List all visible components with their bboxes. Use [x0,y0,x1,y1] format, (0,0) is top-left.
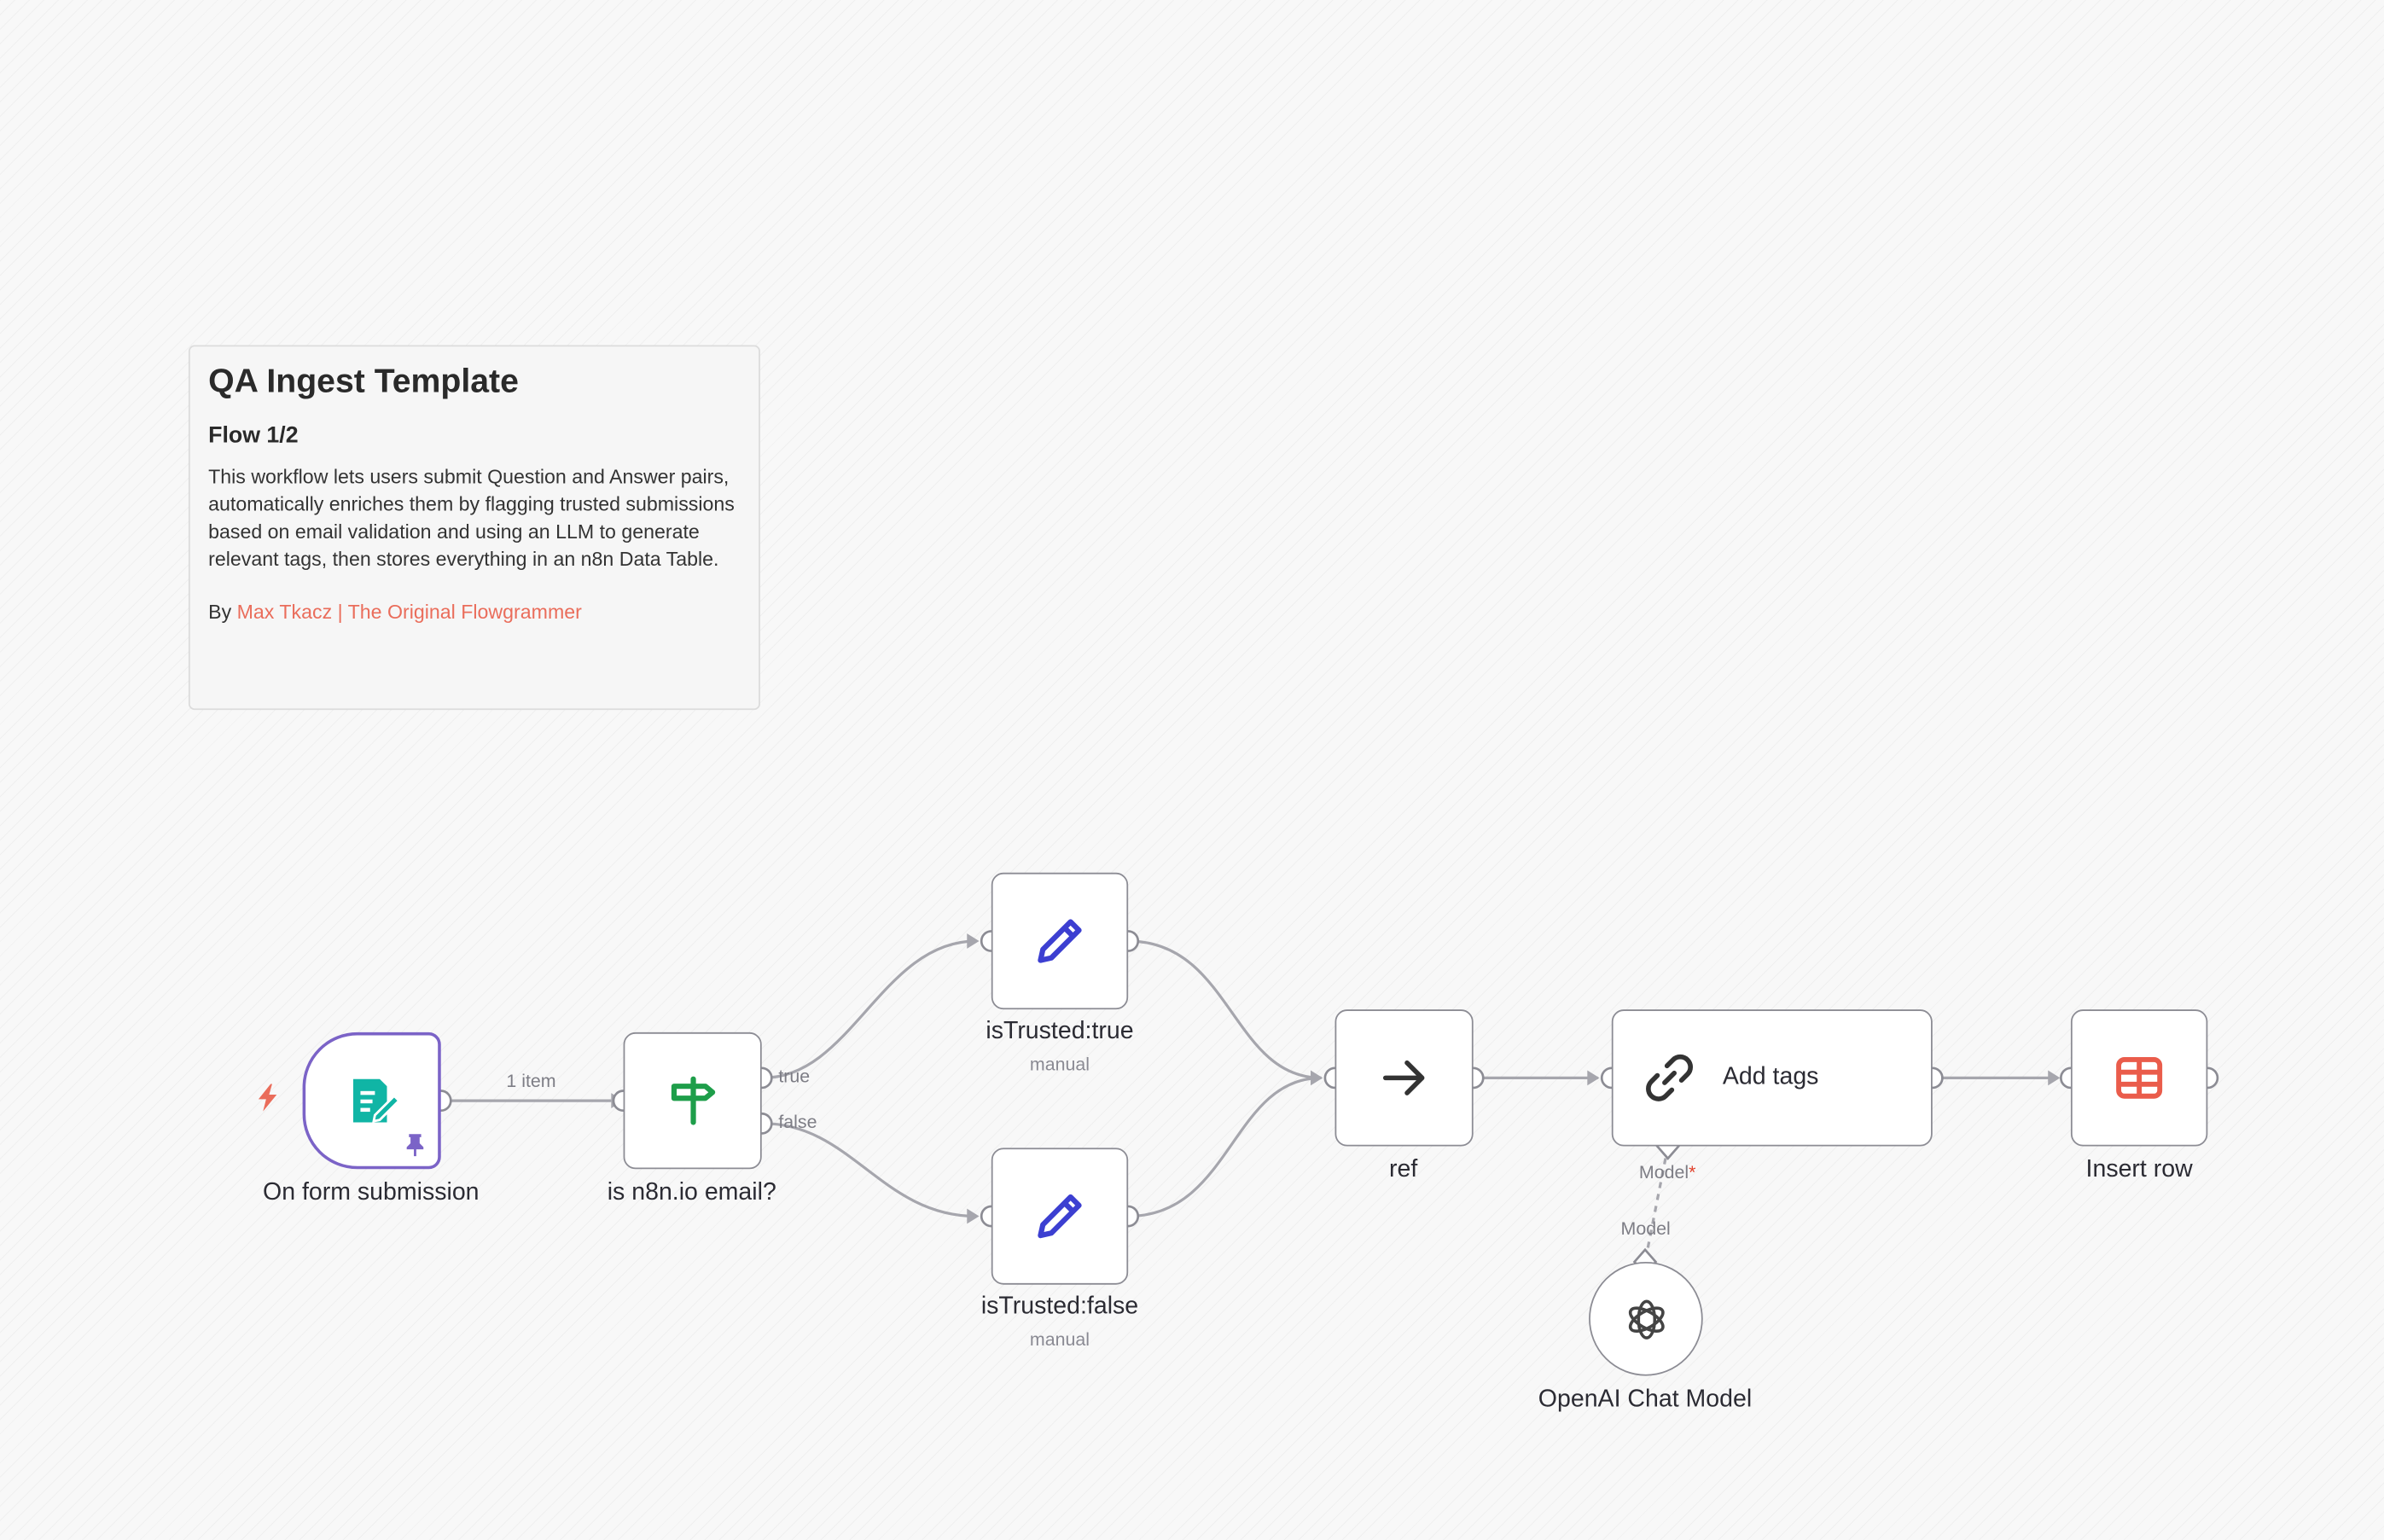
pencil-icon [1038,1194,1082,1239]
author-link[interactable]: Max Tkacz | The Original Flowgrammer [236,600,582,624]
sticky-title: QA Ingest Template [208,362,519,400]
edge-false-to-ref [1128,1076,1322,1218]
node-label-insert-row: Insert row [2085,1157,2193,1183]
trigger-bolt-icon [258,1084,277,1112]
arrowhead-insert [2048,1070,2061,1086]
node-label-istrusted-true: isTrusted:true [986,1018,1134,1045]
pin-icon[interactable] [404,1133,426,1158]
node-istrusted-true[interactable] [991,872,1129,1010]
openai-icon [1628,1299,1664,1339]
node-label-istrusted-false: isTrusted:false [980,1293,1139,1320]
edge-if-false [763,1122,976,1218]
signpost-icon [670,1076,715,1125]
edge-label-false: false [778,1111,817,1133]
node-sublabel-istrusted-true: manual [1029,1053,1090,1075]
node-insert-row[interactable] [2070,1009,2208,1147]
node-is-n8n-email[interactable] [623,1032,762,1170]
arrow-right-icon [1382,1060,1424,1095]
sticky-body: This workflow lets users submit Question… [208,465,735,571]
node-add-tags[interactable]: Add tags [1611,1009,1933,1147]
sticky-note[interactable]: QA Ingest Template Flow 1/2 This workflo… [188,345,760,711]
node-label-ref: ref [1389,1157,1418,1183]
table-icon [2116,1057,2163,1099]
node-on-form-submission[interactable] [302,1032,441,1170]
node-label-on-form-submission: On form submission [263,1179,480,1206]
node-label-openai-chat-model: OpenAI Chat Model [1538,1386,1753,1413]
node-sublabel-istrusted-false: manual [1029,1328,1090,1351]
arrowhead-ref [1310,1070,1323,1086]
model-port-text: Model [1638,1161,1689,1183]
node-openai-chat-model[interactable] [1589,1261,1703,1376]
sticky-subtitle: Flow 1/2 [208,422,299,449]
form-pen-icon [352,1078,400,1123]
arrowhead-true [967,933,980,949]
edge-if-true [763,939,976,1079]
sticky-byline: By Max Tkacz | The Original Flowgrammer [208,601,741,624]
byline-prefix: By [208,600,237,624]
node-label-add-tags: Add tags [1722,1064,1819,1090]
node-label-is-n8n-email: is n8n.io email? [607,1179,776,1206]
arrowhead-false [967,1208,980,1224]
node-istrusted-false[interactable] [991,1148,1129,1285]
node-ref[interactable] [1334,1009,1474,1147]
edge-label-true: true [778,1066,811,1088]
link-icon [1646,1054,1693,1101]
required-asterisk: * [1689,1161,1696,1183]
edge-label-items: 1 item [506,1070,556,1092]
edge-true-to-ref [1128,939,1322,1079]
edge-model [1643,1146,1670,1263]
arrowhead-addtags [1587,1070,1600,1086]
pencil-icon [1038,919,1082,963]
model-port-label: Model* [1639,1161,1696,1183]
openai-port-label: Model [1620,1217,1671,1240]
